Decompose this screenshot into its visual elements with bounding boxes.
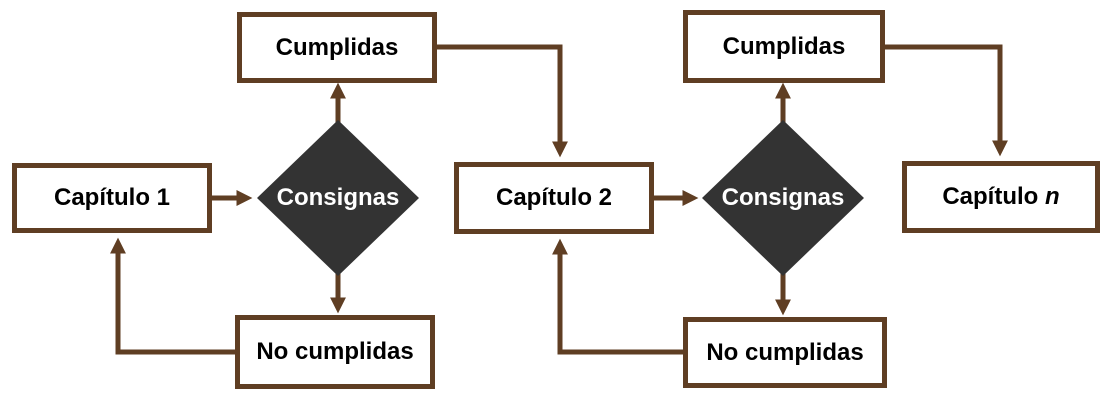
- node-capitulo-n-label: Capítulo n: [942, 183, 1059, 211]
- decision-consignas-1-label: Consignas: [276, 184, 400, 211]
- node-capitulo-n-label-variable: n: [1044, 183, 1060, 210]
- node-cumplidas-1: Cumplidas: [237, 12, 437, 83]
- node-no-cumplidas-2-label: No cumplidas: [706, 338, 864, 366]
- node-no-cumplidas-2: No cumplidas: [683, 317, 887, 388]
- node-no-cumplidas-1-label: No cumplidas: [256, 338, 414, 365]
- arrow-nocumplidas1-to-capitulo1: [109, 237, 235, 355]
- node-capitulo-n-label-prefix: Capítulo: [942, 183, 1045, 210]
- decision-consignas-2-label: Consignas: [721, 184, 845, 211]
- node-capitulo-1-label: Capítulo 1: [53, 184, 170, 211]
- node-capitulo-2: Capítulo 2: [454, 162, 654, 234]
- node-cumplidas-2-label: Cumplidas: [722, 32, 846, 60]
- arrow-cumplidas2-to-capitulon: [885, 44, 1009, 157]
- arrow-cumplidas1-to-capitulo2: [437, 44, 569, 158]
- node-capitulo-1: Capítulo 1: [12, 163, 212, 233]
- arrow-nocumplidas2-to-capitulo2: [551, 238, 683, 355]
- node-cumplidas-1-label: Cumplidas: [275, 33, 399, 61]
- node-capitulo-n: Capítulo n: [902, 161, 1100, 233]
- node-cumplidas-2: Cumplidas: [683, 10, 885, 83]
- node-no-cumplidas-1: No cumplidas: [235, 315, 435, 389]
- node-capitulo-2-label: Capítulo 2: [495, 184, 612, 211]
